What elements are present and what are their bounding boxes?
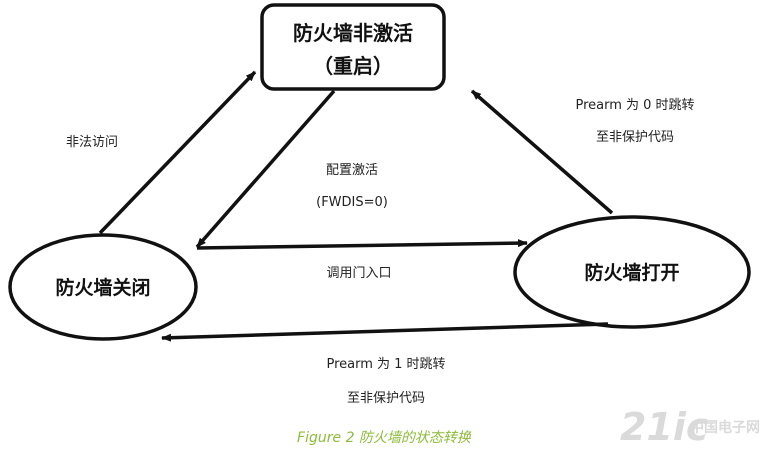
edge-label-prearm0: Prearm 为 0 时跳转 [575, 98, 694, 113]
edge-label-illegal-access: 非法访问 [66, 135, 118, 150]
edge-label-call-gate: 调用门入口 [326, 266, 391, 281]
edge-label-prearm0-target: 至非保护代码 [596, 130, 674, 145]
state-open-ellipse [513, 215, 751, 329]
arrow-open-to-closed [161, 322, 609, 342]
state-inactive-label: 防火墙非激活 [293, 21, 413, 45]
edge-label-config-activate: 配置激活 [326, 163, 378, 178]
arrow-inactive-to-closed [195, 89, 336, 249]
edge-label-config-activate-condition: (FWDIS=0) [316, 195, 388, 210]
state-open-label: 防火墙打开 [584, 261, 679, 284]
arrow-closed-to-open [196, 239, 528, 250]
figure-caption: Figure 2 防火墙的状态转换 [297, 430, 472, 446]
state-closed-label: 防火墙关闭 [55, 276, 150, 299]
arrow-closed-to-inactive [98, 70, 257, 235]
edge-label-prearm1-target: 至非保护代码 [347, 391, 425, 406]
state-closed-ellipse [8, 233, 198, 341]
state-inactive-box [260, 3, 446, 91]
edge-label-prearm1: Prearm 为 1 时跳转 [326, 357, 445, 372]
watermark-logo: 21ic [620, 405, 709, 449]
state-inactive-sublabel: （重启） [313, 54, 393, 78]
arrow-open-to-inactive [470, 89, 614, 215]
watermark-site-name: 中国电子网 [690, 419, 760, 436]
